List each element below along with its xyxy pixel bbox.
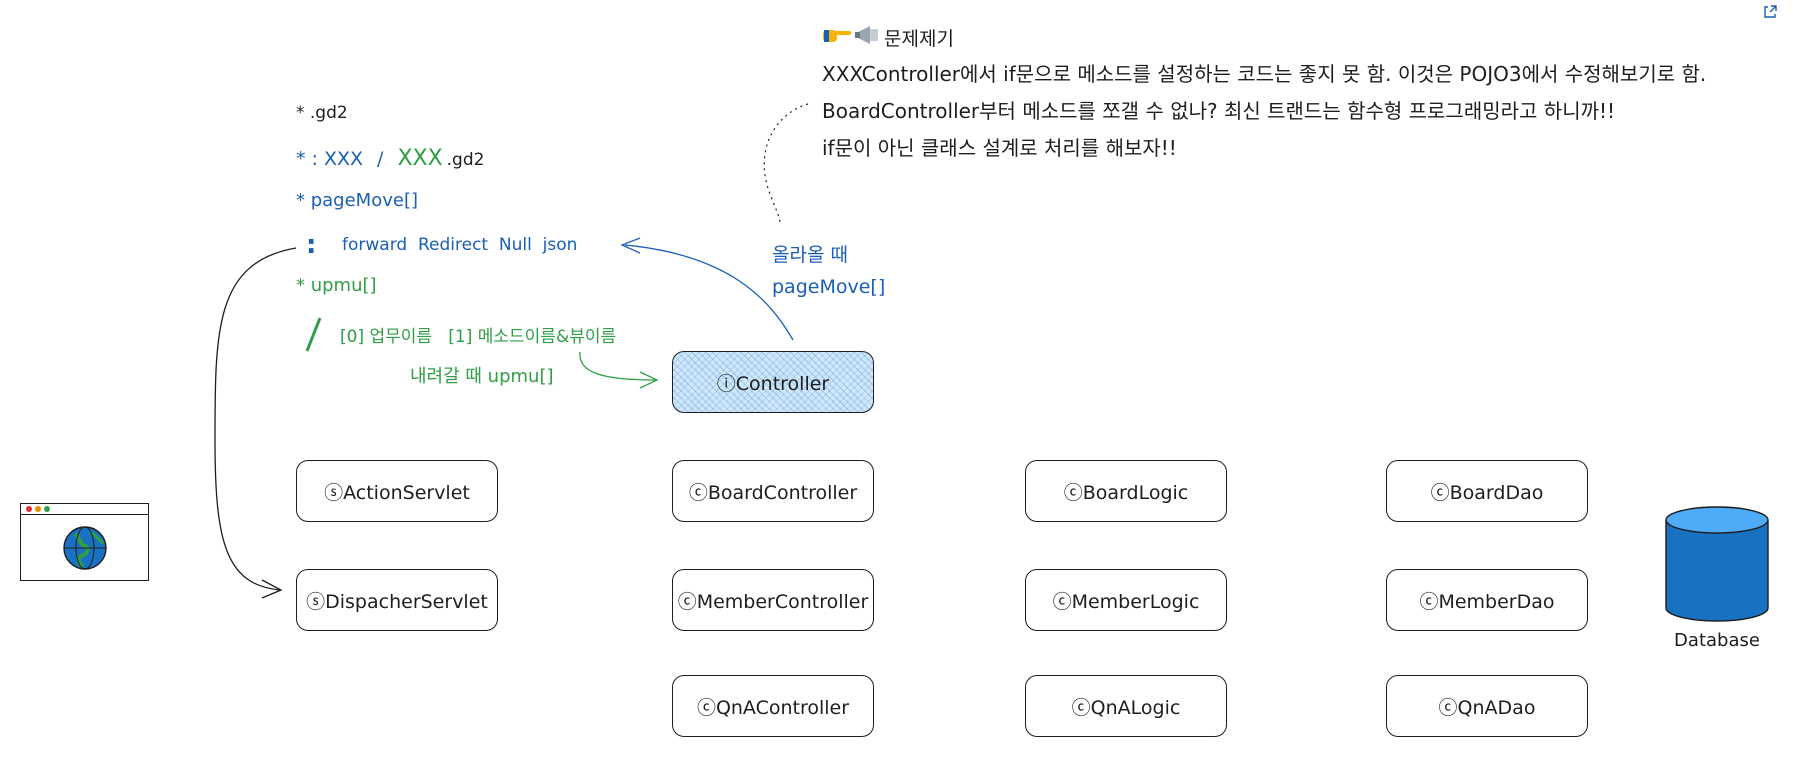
qna-logic-node[interactable]: ⓒQnALogic	[1025, 675, 1227, 737]
qna-controller-label: ⓒQnAController	[696, 696, 850, 719]
globe-icon	[61, 524, 109, 576]
megaphone-icon	[854, 23, 882, 51]
qna-dao-label: ⓒQnADao	[1438, 696, 1536, 719]
board-dao-node[interactable]: ⓒBoardDao	[1386, 460, 1588, 522]
browser-titlebar	[21, 504, 148, 515]
dispatcher-servlet-node[interactable]: ⓢDispacherServlet	[296, 569, 498, 631]
dispatch-curve-arrowhead	[261, 579, 283, 599]
xxx-note: * : XXX / XXX .gd2	[296, 146, 484, 171]
qna-controller-node[interactable]: ⓒQnAController	[672, 675, 874, 737]
board-logic-node[interactable]: ⓒBoardLogic	[1025, 460, 1227, 522]
going-up-line-2: pageMove[]	[772, 276, 886, 298]
browser-maximize-dot	[44, 506, 50, 512]
browser-close-dot	[26, 506, 32, 512]
note-heading: 문제제기	[884, 27, 954, 50]
browser-minimize-dot	[35, 506, 41, 512]
colon-mark: :	[306, 230, 317, 260]
downward-arrow	[579, 351, 657, 381]
action-servlet-label: ⓢActionServlet	[324, 481, 470, 504]
member-dao-node[interactable]: ⓒMemberDao	[1386, 569, 1588, 631]
browser-window[interactable]	[20, 503, 149, 581]
xxx-slash: /	[377, 148, 384, 170]
pagemove-note: * pageMove[]	[296, 190, 418, 211]
note-dotted-connector	[763, 103, 809, 223]
qna-dao-node[interactable]: ⓒQnADao	[1386, 675, 1588, 737]
external-link-icon[interactable]	[1762, 4, 1778, 24]
downward-arrowhead	[639, 371, 659, 389]
controller-node[interactable]: ⓘController	[672, 351, 874, 413]
xxx-green: XXX	[397, 146, 443, 171]
note-line-2: BoardController부터 메소드를 쪼갤 수 없나? 최신 트랜드는 …	[822, 99, 1616, 123]
member-controller-label: ⓒMemberController	[677, 590, 869, 613]
board-logic-label: ⓒBoardLogic	[1063, 481, 1189, 504]
upward-arrow	[624, 244, 794, 341]
member-logic-node[interactable]: ⓒMemberLogic	[1025, 569, 1227, 631]
database-cylinder-icon	[1664, 505, 1770, 627]
dispatch-curve-arrow	[214, 247, 297, 591]
gd2-note: * .gd2	[296, 103, 348, 123]
pointing-hand-icon	[822, 24, 852, 50]
green-slash-mark	[305, 317, 322, 352]
member-dao-label: ⓒMemberDao	[1419, 590, 1555, 613]
database-label: Database	[1674, 630, 1760, 651]
member-logic-label: ⓒMemberLogic	[1052, 590, 1200, 613]
note-line-3: if문이 아닌 클래스 설계로 처리를 해보자!!	[822, 136, 1177, 160]
member-controller-node[interactable]: ⓒMemberController	[672, 569, 874, 631]
action-servlet-node[interactable]: ⓢActionServlet	[296, 460, 498, 522]
board-controller-node[interactable]: ⓒBoardController	[672, 460, 874, 522]
upmu-note: * upmu[]	[296, 275, 377, 296]
xxx-suffix: .gd2	[446, 150, 485, 170]
board-controller-label: ⓒBoardController	[688, 481, 858, 504]
dispatcher-servlet-label: ⓢDispacherServlet	[306, 590, 488, 613]
problem-note: 문제제기 XXXController에서 if문으로 메소드를 설정하는 코드는…	[822, 22, 1706, 161]
forward-redirect-list: forward Redirect Null json	[342, 235, 578, 255]
upmu-detail: [0] 업무이름 [1] 메소드이름&뷰이름	[340, 327, 617, 347]
going-up-line-1: 올라올 때	[772, 244, 848, 266]
qna-logic-label: ⓒQnALogic	[1071, 696, 1181, 719]
xxx-prefix: * : XXX	[296, 148, 364, 170]
upward-arrowhead	[620, 237, 641, 254]
controller-label: ⓘController	[716, 372, 830, 395]
board-dao-label: ⓒBoardDao	[1430, 481, 1544, 504]
note-line-1: XXXController에서 if문으로 메소드를 설정하는 코드는 좋지 못…	[822, 62, 1707, 86]
going-down-label: 내려갈 때 upmu[]	[410, 366, 554, 387]
note-heading-row: 문제제기	[822, 22, 1706, 52]
